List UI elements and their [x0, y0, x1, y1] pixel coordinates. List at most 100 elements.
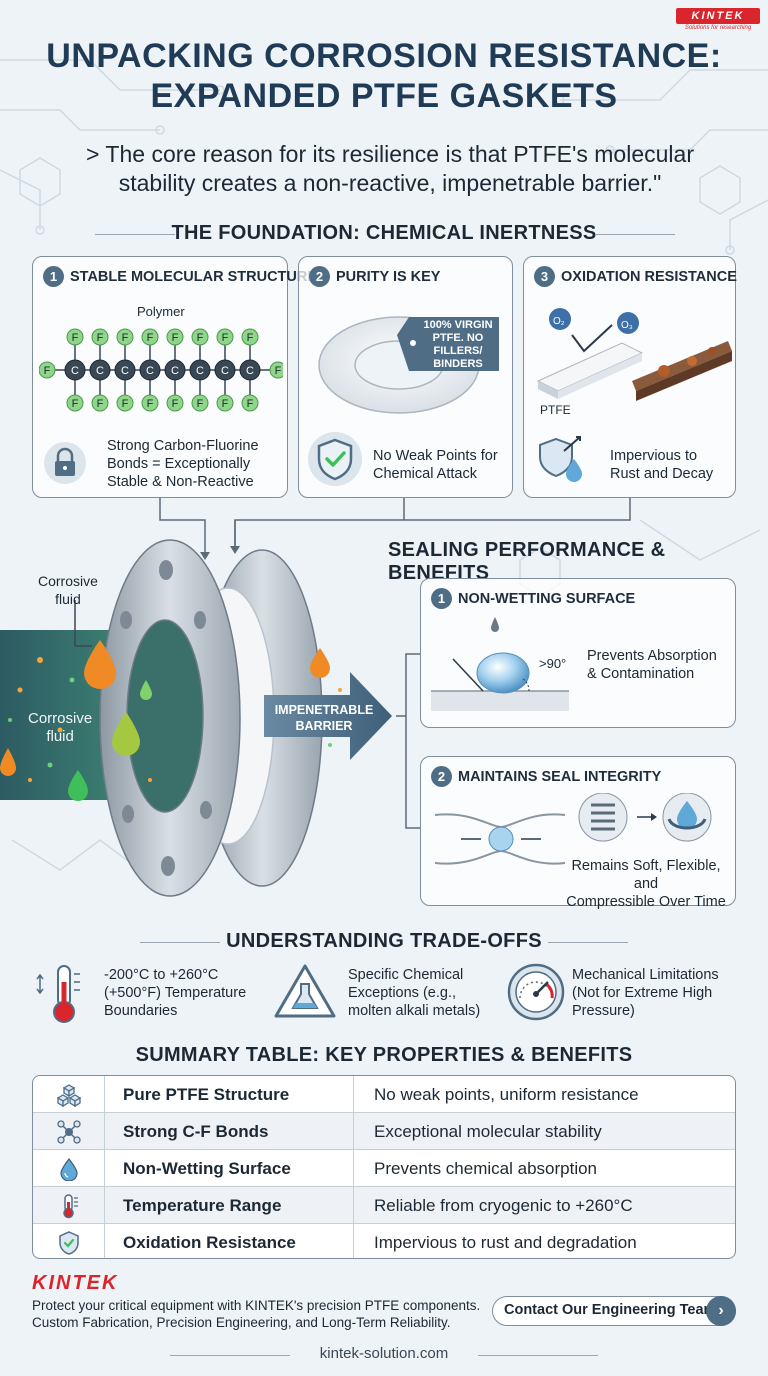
carbon-atom-label: C — [121, 365, 129, 377]
seal-compression-diagram — [434, 793, 712, 865]
fluorine-atom-label: F — [222, 332, 229, 344]
card-title-text: MAINTAINS SEAL INTEGRITY — [458, 768, 662, 785]
contact-engineering-team-button[interactable]: Contact Our Engineering Team › — [492, 1296, 736, 1326]
table-row: Non-Wetting Surface Prevents chemical ab… — [33, 1150, 735, 1187]
card-connector-lines — [159, 498, 631, 560]
table-row: Temperature Range Reliable from cryogeni… — [33, 1187, 735, 1224]
fluorine-atom-label: F — [147, 398, 154, 410]
fluorine-atom — [91, 394, 109, 412]
table-row: Pure PTFE Structure No weak points, unif… — [33, 1076, 735, 1113]
card-text-line: Compressible Over Time — [566, 894, 726, 910]
callout-line: fluid — [55, 591, 81, 607]
benefit-cell: Exceptional molecular stability — [353, 1113, 735, 1150]
lock-icon — [44, 442, 86, 484]
fluorine-atom — [191, 328, 209, 346]
contact-angle-diagram — [431, 617, 569, 711]
fluorine-atom — [166, 394, 184, 412]
card-text-line: Strong Carbon-Fluorine — [107, 438, 259, 454]
property-cell: Non-Wetting Surface — [123, 1159, 291, 1178]
shield-check-icon — [308, 432, 362, 486]
tradeoff-text-line: (Not for Extreme High — [572, 985, 713, 1001]
card-oxidation-resistance: 3 OXIDATION RESISTANCE O₂ O₃ PTFE Imperv… — [523, 256, 737, 498]
card-number: 2 — [431, 766, 452, 787]
fluorine-atom — [241, 328, 259, 346]
card-text-line: & Contamination — [587, 666, 695, 682]
title-line-2: EXPANDED PTFE GASKETS — [150, 77, 618, 115]
corrosive-fluid-label: Corrosive fluid — [28, 710, 92, 746]
carbon-atom — [139, 359, 161, 381]
tradeoff-text-line: molten alkali metals) — [348, 1003, 481, 1019]
table-icon-cell — [33, 1224, 105, 1258]
card-purity-is-key: 2 PURITY IS KEY 100% VIRGIN PTFE. NO FIL… — [298, 256, 513, 498]
card-text: Impervious to Rust and Decay — [610, 447, 713, 483]
droplet-icon — [59, 1157, 78, 1181]
card-number: 2 — [309, 266, 330, 287]
tag-line: FILLERS/ — [433, 345, 483, 357]
footer-line: Protect your critical equipment with KIN… — [32, 1298, 481, 1313]
property-cell: Oxidation Resistance — [123, 1233, 296, 1252]
quote-line-1: > The core reason for its resilience is … — [86, 141, 694, 167]
corrosive-fluid-callout: Corrosive fluid — [38, 572, 98, 608]
fluorine-atom-label: F — [97, 332, 104, 344]
flange-gasket-illustration — [0, 539, 392, 897]
carbon-atom-label: C — [196, 365, 204, 377]
card-title-text: OXIDATION RESISTANCE — [561, 268, 737, 285]
fluorine-atom-label: F — [172, 398, 179, 410]
fluorine-atom-label: F — [147, 332, 154, 344]
card-title: 1 NON-WETTING SURFACE — [431, 588, 635, 609]
carbon-atom-label: C — [246, 365, 254, 377]
tradeoff-text-line: Boundaries — [104, 1003, 178, 1019]
carbon-atom-label: C — [221, 365, 229, 377]
card-maintains-seal-integrity: 2 MAINTAINS SEAL INTEGRITY Remains Soft,… — [420, 756, 736, 910]
summary-heading: SUMMARY TABLE: KEY PROPERTIES & BENEFITS — [135, 1044, 633, 1066]
impenetrable-barrier-label: IMPENETRABLE BARRIER — [266, 702, 382, 734]
barrier-label-line: BARRIER — [295, 719, 353, 733]
card-number: 3 — [534, 266, 555, 287]
card-text-line: Remains Soft, Flexible, and — [571, 858, 721, 892]
tradeoffs-heading: UNDERSTANDING TRADE-OFFS — [0, 930, 768, 953]
tradeoff-chemical-exceptions: Specific Chemical Exceptions (e.g., molt… — [348, 966, 480, 1020]
table-icon-cell — [33, 1150, 105, 1187]
property-cell: Strong C-F Bonds — [123, 1122, 269, 1141]
website-link[interactable]: kintek-solution.com — [319, 1345, 449, 1362]
tradeoff-text-line: Specific Chemical — [348, 967, 464, 983]
fluorine-atom — [166, 328, 184, 346]
fluorine-atom — [141, 394, 159, 412]
chevron-right-icon: › — [706, 1296, 736, 1326]
contact-angle-label: >90° — [539, 656, 567, 671]
carbon-atom — [189, 359, 211, 381]
card-text: Prevents Absorption & Contamination — [587, 647, 717, 683]
card-text-line: Impervious to — [610, 448, 698, 464]
fluorine-atom — [216, 394, 234, 412]
cta-label: Contact Our Engineering Team — [504, 1302, 717, 1318]
carbon-atom — [64, 359, 86, 381]
tag-line: BINDERS — [433, 358, 483, 370]
barrier-label-line: IMPENETRABLE — [274, 703, 374, 717]
fluorine-atom — [91, 328, 109, 346]
property-cell: Temperature Range — [123, 1196, 282, 1215]
carbon-atom — [89, 359, 111, 381]
heading-rule-left — [95, 234, 175, 235]
fluorine-atom-label: F — [247, 332, 254, 344]
fluorine-atom-label: F — [197, 332, 204, 344]
logo-mark: KINTEK — [676, 8, 760, 24]
heading-rule-right — [595, 234, 675, 235]
tradeoff-text-line: Exceptions (e.g., — [348, 985, 456, 1001]
card-text: No Weak Points for Chemical Attack — [373, 447, 498, 483]
card-title: 1 STABLE MOLECULAR STRUCTURE — [43, 266, 317, 287]
thermometer-icon — [36, 965, 80, 1023]
fluorine-atom-label: F — [197, 398, 204, 410]
key-quote: > The core reason for its resilience is … — [60, 140, 720, 198]
tradeoff-temperature: -200°C to +260°C (+500°F) Temperature Bo… — [104, 966, 246, 1020]
property-cell: Pure PTFE Structure — [123, 1085, 290, 1104]
fluorine-atom-label: F — [44, 365, 51, 377]
carbon-atom — [239, 359, 261, 381]
fluorine-atom — [116, 394, 134, 412]
ptfe-label: PTFE — [540, 403, 571, 417]
summary-table: Pure PTFE Structure No weak points, unif… — [32, 1075, 736, 1259]
fluorine-atom-label: F — [122, 398, 129, 410]
carbon-atom-label: C — [171, 365, 179, 377]
card-text-line: Chemical Attack — [373, 466, 477, 482]
